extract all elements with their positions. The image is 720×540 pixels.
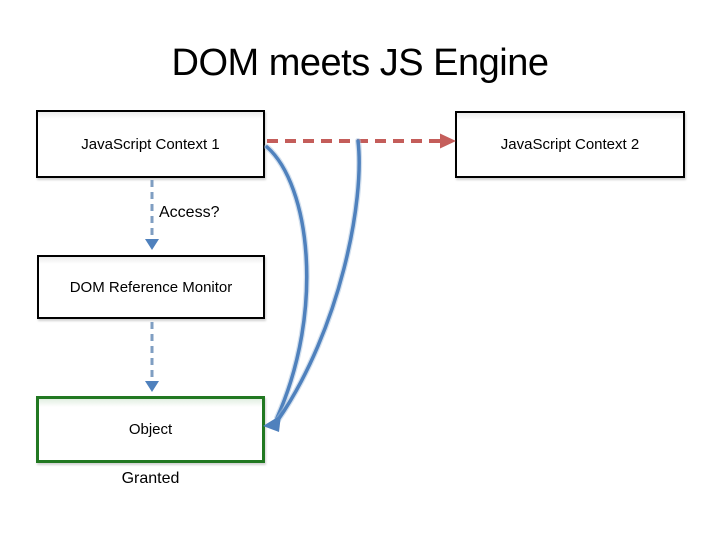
- granted-label: Granted: [121, 470, 180, 487]
- context1-box: JavaScript Context 1: [36, 110, 265, 178]
- blue-curve-right: [276, 139, 361, 422]
- context2-box: JavaScript Context 2: [455, 111, 685, 178]
- dom-reference-monitor-label: DOM Reference Monitor: [69, 278, 233, 296]
- object-label: Object: [128, 421, 173, 438]
- access-arrowhead-lower-icon: [145, 381, 159, 392]
- context1-label: JavaScript Context 1: [81, 135, 220, 153]
- access-label: Access?: [159, 204, 220, 221]
- red-arrowhead-icon: [440, 133, 456, 149]
- object-box: Object: [36, 396, 265, 463]
- slide-title: DOM meets JS Engine: [171, 42, 549, 84]
- blue-curve-arrowhead-icon: [263, 415, 281, 432]
- blue-curve-right-highlight: [275, 138, 363, 423]
- dom-reference-monitor-box: DOM Reference Monitor: [37, 255, 265, 319]
- blue-curve-left: [265, 145, 309, 420]
- access-arrowhead-upper-icon: [145, 239, 159, 250]
- blue-curve-left-highlight: [264, 144, 310, 421]
- context2-label: JavaScript Context 2: [500, 136, 640, 153]
